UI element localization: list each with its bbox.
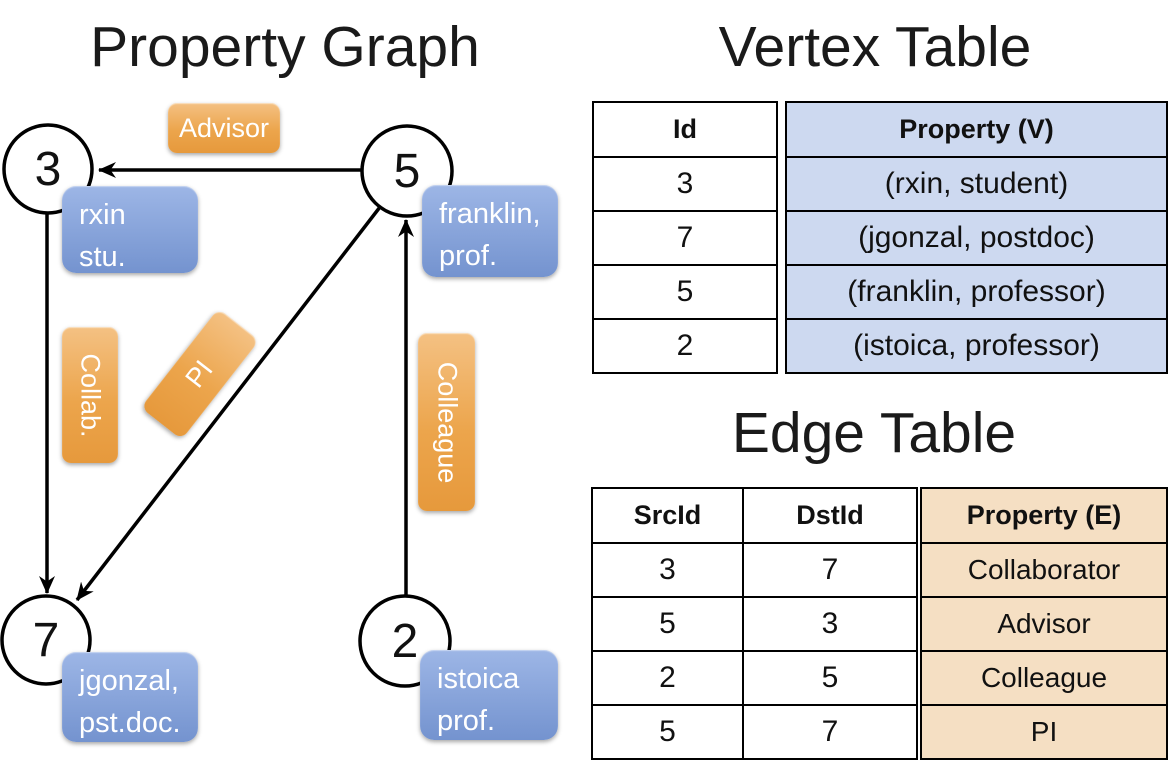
edge-dst-cell: 7 [742,542,918,598]
vertex-prop-franklin-line2: prof. [439,240,498,273]
vertex-table-id-column: Id 3 7 5 2 [592,101,778,374]
vertex-label-2: 2 [391,614,419,668]
vertex-id-cell: 5 [592,264,778,320]
vertex-label-5: 5 [393,144,421,198]
vertex-prop-istoica: istoica prof. [420,650,558,740]
edge-dst-cell: 3 [742,596,918,652]
edge-label-advisor-text: Advisor [178,112,270,143]
vertex-prop-istoica-line2: prof. [437,705,496,738]
edge-src-cell: 5 [591,704,744,760]
edge-label-pi-text: PI [179,354,220,393]
vertex-id-cell: 3 [592,156,778,212]
vertex-table-id-header: Id [592,101,778,158]
vertex-prop-rxin: rxin stu. [62,186,198,273]
edge-src-cell: 3 [591,542,744,598]
vertex-prop-cell: (istoica, professor) [785,318,1168,374]
edge-prop-cell: Colleague [920,650,1168,706]
edge-label-collab-text: Collab. [75,352,106,438]
vertex-prop-jgonzal: jgonzal, pst.doc. [62,652,198,742]
vertex-prop-cell: (jgonzal, postdoc) [785,210,1168,266]
edge-prop-cell: Advisor [920,596,1168,652]
edge-src-cell: 5 [591,596,744,652]
edge-label-advisor: Advisor [168,103,280,153]
edge-prop-cell: PI [920,704,1168,760]
edge-label-collab: Collab. [62,327,118,463]
edge-table-title: Edge Table [731,401,1017,465]
edge-5-to-7 [75,205,382,602]
vertex-prop-cell: (rxin, student) [785,156,1168,212]
vertex-prop-rxin-line2: stu. [79,241,126,274]
vertex-table-prop-header: Property (V) [785,101,1168,158]
vertex-prop-jgonzal-line1: jgonzal, [79,665,179,697]
edge-label-colleague: Colleague [418,333,475,511]
edge-dst-cell: 7 [742,704,918,760]
vertex-id-cell: 7 [592,210,778,266]
vertex-label-7: 7 [32,613,60,667]
vertex-prop-franklin-line1: franklin, [439,198,541,230]
edge-src-cell: 2 [591,650,744,706]
edge-prop-cell: Collaborator [920,542,1168,598]
vertex-prop-rxin-line1: rxin [79,199,126,231]
property-graph-title: Property Graph [90,15,480,79]
vertex-table-prop-column: Property (V) (rxin, student) (jgonzal, p… [785,101,1168,374]
vertex-prop-istoica-line1: istoica [437,663,520,695]
vertex-table-title: Vertex Table [718,15,1032,79]
edge-table-src-header: SrcId [591,487,744,544]
edge-table-prop-column: Property (E) Collaborator Advisor Collea… [920,487,1168,760]
edge-table-dst-header: DstId [742,487,918,544]
vertex-id-cell: 2 [592,318,778,374]
vertex-prop-jgonzal-line2: pst.doc. [79,707,181,740]
vertex-label-3: 3 [34,142,62,196]
edge-table-prop-header: Property (E) [920,487,1168,544]
vertex-prop-franklin: franklin, prof. [422,185,558,277]
edge-dst-cell: 5 [742,650,918,706]
edge-table-id-columns: SrcId DstId 3 7 5 3 2 5 5 7 [591,487,918,760]
edge-label-colleague-text: Colleague [432,361,462,483]
vertex-prop-cell: (franklin, professor) [785,264,1168,320]
